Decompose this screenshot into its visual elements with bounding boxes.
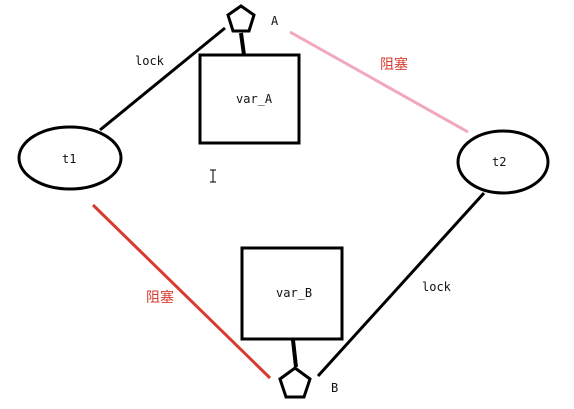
label-t2: t2 — [492, 155, 506, 169]
label-var-a: var_A — [236, 92, 273, 106]
i-beam-cursor-icon — [210, 169, 216, 183]
connector-a — [239, 32, 246, 56]
connector-b — [291, 339, 298, 368]
edge-t1-lock-a — [99, 26, 226, 132]
label-lock-a: A — [271, 14, 279, 28]
var-b-box — [240, 246, 344, 341]
label-blocked-t2: 阻塞 — [380, 56, 408, 73]
label-lock-b: B — [331, 381, 338, 395]
label-lock-edge-t2: lock — [422, 280, 452, 294]
var-a-box — [198, 53, 301, 145]
label-lock-edge-t1: lock — [135, 54, 165, 68]
thread-t1-ellipse — [17, 125, 123, 191]
edge-t2-lock-b — [316, 191, 486, 378]
label-t1: t1 — [62, 152, 76, 166]
label-var-b: var_B — [276, 286, 312, 300]
lock-b-pentagon-icon — [278, 366, 312, 399]
thread-t2-ellipse — [456, 129, 550, 195]
edge-t2-blocked-a — [289, 30, 469, 134]
label-blocked-t1: 阻塞 — [146, 289, 174, 306]
edge-t1-blocked-b — [91, 203, 272, 380]
lock-a-pentagon-icon — [226, 4, 256, 33]
